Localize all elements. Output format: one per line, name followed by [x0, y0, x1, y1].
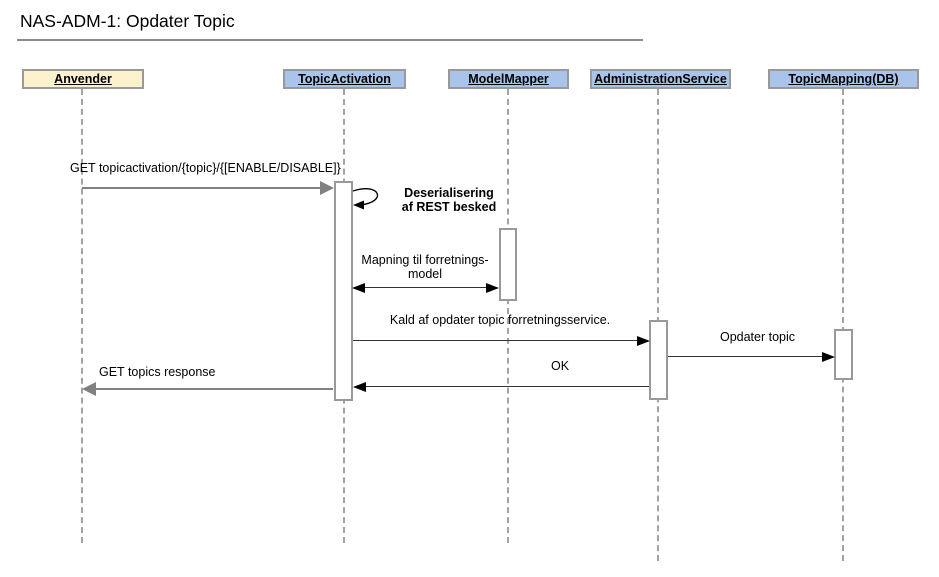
arrowhead-right-icon — [486, 283, 499, 293]
lifeline-modelmapper — [507, 89, 509, 543]
activation-modelmapper — [499, 228, 517, 301]
participant-administrationservice: AdministrationService — [590, 69, 731, 89]
arrowhead-right-icon — [320, 181, 334, 195]
message-label-get-topics-response: GET topics response — [99, 365, 216, 379]
activation-topicactivation — [334, 181, 353, 401]
message-line-ok — [366, 386, 649, 387]
message-label-mapning: Mapning til forretnings- model — [361, 253, 489, 281]
message-label-get-topicactivation: GET topicactivation/{topic}/{[ENABLE/DIS… — [70, 161, 341, 175]
lifeline-anvender — [81, 89, 83, 543]
participant-topicactivation: TopicActivation — [283, 69, 406, 89]
participant-topicmappingdb: TopicMapping(DB) — [768, 69, 919, 89]
participant-anvender-label: Anvender — [54, 72, 112, 86]
participant-anvender: Anvender — [22, 69, 144, 89]
message-label-kald: Kald af opdater topic forretningsservice… — [389, 313, 611, 327]
arrowhead-right-icon — [822, 352, 835, 362]
message-line-get-topics-response — [95, 388, 333, 390]
participant-topicmappingdb-label: TopicMapping(DB) — [788, 72, 899, 86]
arrowhead-left-icon — [82, 382, 96, 396]
arrowhead-left-icon — [352, 283, 365, 293]
title-underline — [17, 39, 643, 41]
lifeline-topicmappingdb — [842, 89, 844, 561]
message-label-opdater-topic: Opdater topic — [719, 330, 796, 344]
message-line-kald — [353, 340, 638, 341]
participant-modelmapper: ModelMapper — [448, 69, 569, 89]
arrowhead-right-icon — [637, 336, 650, 346]
activation-topicmappingdb — [834, 329, 853, 380]
diagram-title: NAS-ADM-1: Opdater Topic — [20, 11, 235, 31]
message-line-opdater-topic — [668, 356, 823, 357]
message-line-mapning — [364, 287, 488, 288]
participant-topicactivation-label: TopicActivation — [298, 72, 391, 86]
message-label-deserialisering: Deserialisering af REST besked — [401, 186, 497, 214]
message-label-ok: OK — [550, 359, 570, 373]
participant-modelmapper-label: ModelMapper — [468, 72, 549, 86]
self-loop-arrow-icon — [352, 188, 379, 210]
message-line-get-topicactivation — [82, 187, 322, 189]
participant-administrationservice-label: AdministrationService — [594, 72, 727, 86]
activation-administrationservice — [649, 320, 668, 400]
arrowhead-left-icon — [353, 382, 366, 392]
